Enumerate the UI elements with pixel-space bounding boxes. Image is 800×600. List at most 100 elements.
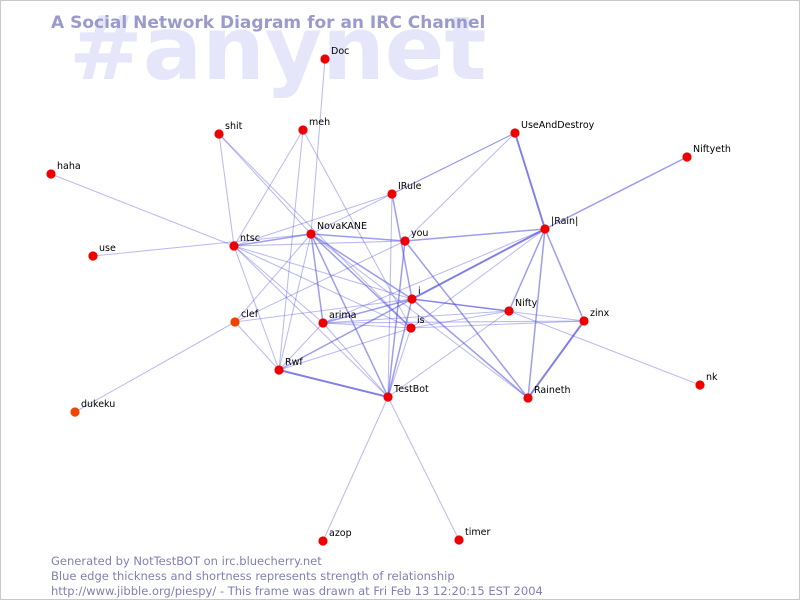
node-dukeku[interactable]: dukeku [70,399,115,417]
node-label: |Rain| [551,216,578,227]
edge-layer [50,58,701,542]
edge-you-clef [234,240,406,323]
edge-irule-ntsc [233,193,393,247]
node-label: ntsc [240,233,260,244]
edge-doc-novakane [310,58,326,235]
edge-ntsc-is [233,245,412,329]
edge-testbot-timer [387,396,460,541]
edge-novakane-raineth [310,233,529,399]
diagram-title: A Social Network Diagram for an IRC Chan… [51,13,486,33]
edge-nifty-arima [322,310,510,324]
edge-you-testbot [387,240,406,398]
node-shit[interactable]: shit [214,121,243,139]
node-use[interactable]: use [88,243,116,261]
edge-testbot-azop [322,396,389,542]
edge-i-nifty [411,298,510,312]
node-label: i [418,286,421,297]
node-label: arima [329,310,356,321]
node-rwf[interactable]: Rwf [274,357,303,375]
edge-shit-novakane [218,133,312,235]
edge-i-testbot [387,298,413,398]
node-dot [274,365,284,375]
edge-nifty-nk [508,310,701,386]
footer: Generated by NotTestBOT on irc.bluecherr… [51,554,543,599]
node-irule[interactable]: IRule [387,181,422,199]
edge-ntsc-testbot [233,245,389,398]
node-label: Raineth [534,385,570,396]
edge-rwf-testbot [278,369,389,398]
node-label: use [99,243,116,254]
node-arima[interactable]: arima [318,310,356,328]
node-is[interactable]: is [406,315,425,333]
node-dot [387,189,397,199]
node-label: TestBot [393,384,429,395]
node-label: meh [309,117,330,128]
node-dot [400,236,410,246]
node-timer[interactable]: timer [454,527,490,545]
node-meh[interactable]: meh [298,117,330,135]
node-label: is [417,315,425,326]
node-dot [579,316,589,326]
footer-timestamp-link[interactable]: http://www.jibble.org/piespy/ - This fra… [51,584,543,598]
edge-is-testbot [387,327,412,398]
node-azop[interactable]: azop [318,528,352,546]
edge-nifty-testbot [387,310,510,398]
edge-novakane-rwf [278,233,312,371]
node-i[interactable]: i [407,286,421,304]
edge-novakane-is [310,233,412,329]
edge-novakane-i [310,233,413,300]
node-testbot[interactable]: TestBot [383,384,429,402]
edge-you-ntsc [233,240,406,247]
edge-use-novakane [92,233,312,257]
edge-ntsc-rwf [233,245,280,371]
node-label: nk [706,372,718,383]
node-dot [682,152,692,162]
node-raineth[interactable]: Raineth [523,385,570,403]
node-nk[interactable]: nk [695,372,718,390]
edge-rain-i [411,228,546,300]
edge-rain-arima [322,228,546,324]
node-haha[interactable]: haha [46,161,81,179]
node-label: Doc [331,46,349,57]
node-clef[interactable]: clef [230,309,259,327]
node-rain[interactable]: |Rain| [540,216,578,234]
node-zinx[interactable]: zinx [579,308,610,326]
edge-arima-testbot [322,322,389,398]
node-nifty[interactable]: Nifty [504,298,538,316]
node-label: Rwf [285,357,303,368]
node-label: shit [225,121,243,132]
node-dot [306,229,316,239]
node-dot [230,317,240,327]
node-label: UseAndDestroy [521,120,595,131]
node-dot [406,323,416,333]
edge-clef-dukeku [74,321,236,413]
edge-is-rwf [278,327,412,371]
edge-useanddestroy-novakane [310,132,516,235]
edge-novakane-ntsc [233,233,312,247]
node-ntsc[interactable]: ntsc [229,233,260,251]
edge-nifty-is [410,310,510,329]
edge-zinx-is [410,320,585,329]
node-dot [88,251,98,261]
node-useanddestroy[interactable]: UseAndDestroy [510,120,595,138]
edge-novakane-clef [234,233,312,323]
edge-novakane-you [310,233,406,242]
footer-edge-legend: Blue edge thickness and shortness repres… [51,569,455,583]
node-label: Nifty [515,298,538,309]
node-label: Niftyeth [693,144,731,155]
node-dot [510,128,520,138]
edge-zinx-arima [322,320,585,324]
edge-useanddestroy-rain [514,132,546,230]
node-doc[interactable]: Doc [320,46,349,64]
edge-useanddestroy-you [404,132,516,242]
edge-rain-raineth [527,228,546,399]
edge-irule-testbot [387,193,393,398]
node-niftyeth[interactable]: Niftyeth [682,144,731,162]
edge-niftyeth-rain [544,156,688,230]
node-you[interactable]: you [400,228,428,246]
node-label: you [411,228,428,239]
node-dot [320,54,330,64]
edge-rain-zinx [544,228,585,322]
node-novakane[interactable]: NovaKANE [306,221,367,239]
